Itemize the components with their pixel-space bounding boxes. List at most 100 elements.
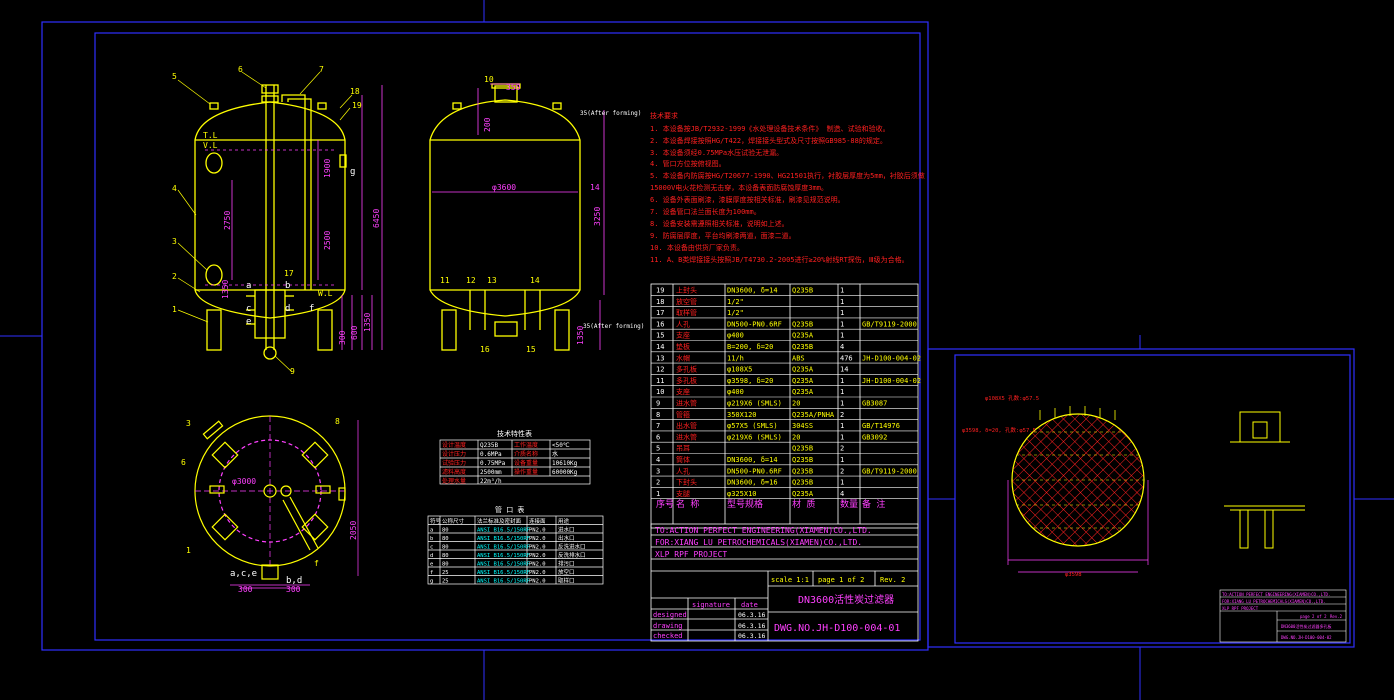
bom-cell: 出水管 — [676, 421, 697, 430]
bom-cell: 13 — [656, 354, 664, 362]
plan-balloon-1: 1 — [186, 546, 191, 555]
notes-line-4: 4. 管口方位按俯视图。 — [650, 159, 726, 168]
bom-cell: φ325X10 — [727, 490, 757, 498]
bom-cell: 304SS — [792, 422, 813, 430]
title-project: XLP RPF PROJECT — [655, 550, 727, 559]
bom-cell: Q235A/PNHA — [792, 411, 835, 419]
bom-cell: 14 — [656, 343, 664, 351]
bom-cell: 20 — [792, 400, 800, 408]
bom-cell: φ108X5 — [727, 366, 752, 374]
spec-cell: 设计温度 — [442, 441, 466, 449]
spec-cell: 水 — [552, 450, 558, 458]
date-checked: 06.3.16 — [738, 632, 765, 640]
plan-dim-300b: 300 — [286, 585, 301, 594]
bom-cell: Q235B — [792, 320, 813, 328]
sheet2-annotation-3: φ3598 — [1065, 572, 1082, 578]
spec-cell: 工作温度 — [514, 441, 538, 449]
front-view: 1350 2750 1900 2500 6450 300 600 1350 T.… — [172, 65, 383, 586]
spec-cell: 操作重量 — [514, 468, 538, 476]
nozzle-cell: c — [430, 545, 433, 551]
nozzle-header-cell: 公称尺寸 — [442, 517, 465, 525]
bom-cell: φ3598, δ=20 — [727, 377, 773, 385]
technical-notes: 技术要求 1. 本设备按JB/T2932-1999《水处理设备技术条件》 制造、… — [650, 111, 925, 264]
side-dim-200: 200 — [483, 117, 492, 132]
spec-cell: 0.6MPa — [480, 451, 502, 458]
front-balloon-18: 18 — [350, 87, 360, 96]
nozzle-cell: 80 — [442, 536, 449, 542]
bom-cell: 水帽 — [676, 353, 690, 362]
sheet2-dwg-no: DWG.NO.JH-D100-004-02 — [1281, 635, 1332, 640]
bom-cell: 2 — [840, 445, 844, 453]
bom-cell: DN3600, δ=16 — [727, 479, 778, 487]
title-drawing-name: DN3600活性炭过滤器 — [798, 593, 894, 606]
bom-cell: 多孔板 — [676, 365, 697, 374]
spec-cell: 设计压力 — [442, 450, 466, 458]
nozzle-cell: PN2.0 — [529, 579, 546, 585]
sheet2-annotation-2: φ3598, δ=20, 孔数:φ57.5 — [962, 426, 1036, 434]
bom-cell: 进水管 — [676, 399, 697, 408]
nozzle-cell: ANSI B16.5/150RF — [477, 536, 530, 542]
spec-cell: 2500mm — [480, 469, 502, 476]
role-drawing: drawing — [653, 622, 683, 630]
plan-balloon-6: 6 — [181, 458, 186, 467]
bom-cell: 垫板 — [676, 342, 690, 351]
bom-cell: 支座 — [676, 331, 690, 340]
side-dim-14: 14 — [590, 183, 600, 192]
bom-cell: ABS — [792, 354, 805, 362]
notes-line-2: 2. 本设备焊接按照HG/T422，焊接接头型式及尺寸按照GB985-88的规定… — [650, 136, 887, 145]
side-balloon-13: 13 — [487, 276, 497, 285]
spec-cell: 试验压力 — [442, 459, 466, 467]
spec-cell: 60000Kg — [552, 469, 578, 476]
nozzle-letter-d: d — [285, 304, 290, 314]
bom-cell: 6 — [656, 433, 660, 441]
plan-dim-2050: 2050 — [349, 521, 358, 540]
notes-line-9: 8. 设备安装需遵照相关标准，说明如上述。 — [650, 219, 789, 228]
front-dim-6450: 6450 — [372, 209, 381, 228]
nozzle-cell: b — [430, 536, 433, 542]
bom-cell: φ219X6 (SMLS) — [727, 400, 782, 408]
spec-cell: 0.75MPa — [480, 460, 506, 467]
front-dim-600: 600 — [350, 325, 359, 340]
nozzle-letter-f: f — [309, 304, 314, 314]
title-page: page 1 of 2 — [818, 576, 864, 584]
nozzle-header-cell: 符号 — [430, 517, 442, 525]
nozzle-cell: 放空口 — [558, 568, 575, 576]
bom-header-cell: 序号 — [656, 498, 674, 510]
spec-cell: 设备重量 — [514, 459, 538, 467]
bom-cell: Q235B — [792, 445, 813, 453]
bom-cell: 19 — [656, 287, 664, 295]
front-balloon-1: 1 — [172, 305, 177, 314]
bom-cell: 1 — [840, 377, 844, 385]
sheet2-drawing: φ108X5 孔数:φ57.5 φ3598, δ=20, 孔数:φ57.5 φ3… — [962, 394, 1347, 643]
sheet1-inner-frame — [94, 32, 921, 641]
notes-line-6: 15000V电火花检测无击穿，本设备表面防腐蚀厚度3mm。 — [650, 183, 828, 192]
bom-cell: φ57X5 (SMLS) — [727, 422, 778, 430]
front-balloon-2: 2 — [172, 272, 177, 281]
side-note-forming-bottom: 35(After forming) — [583, 323, 644, 330]
bom-cell: DN3600, δ=14 — [727, 287, 778, 295]
title-for: FOR:XIANG LU PETROCHEMICALS(XIAMEN)CO.,L… — [655, 538, 862, 547]
bom-header-cell: 名 称 — [676, 498, 699, 510]
bom-cell: 1 — [840, 479, 844, 487]
nozzle-cell: ANSI B16.5/150RF — [477, 545, 530, 551]
front-balloon-3: 3 — [172, 237, 177, 246]
nozzle-letter-b: b — [285, 281, 290, 291]
plan-view: φ3000 300 300 2050 a,c,e b,d 1 3 6 8 f — [181, 415, 359, 594]
bom-cell: DN3600, δ=14 — [727, 456, 778, 464]
plan-balloon-8: 8 — [335, 417, 340, 426]
bom-cell: 4 — [840, 343, 844, 351]
sheet2-title-for: FOR:XIANG LU PETROCHEMICALS(XIAMEN)CO.,L… — [1222, 599, 1326, 604]
plan-balloon-3: 3 — [186, 419, 191, 428]
role-designed: designed — [653, 611, 687, 619]
bom-cell: 1 — [840, 456, 844, 464]
bom-cell: 放空管 — [676, 297, 697, 306]
notes-line-7: 6. 设备外表面刷漆，漆膜厚度按相关标准，刷漆见规范说明。 — [650, 195, 845, 204]
bom-cell: GB3087 — [862, 400, 887, 408]
front-dim-2500: 2500 — [323, 231, 332, 250]
nozzle-header-cell: 法兰标准及密封面 — [477, 517, 522, 525]
bom-cell: 10 — [656, 388, 664, 396]
notes-line-5: 5. 本设备内防腐按HG/T20677-1990、HG21501执行，衬胶层厚度… — [650, 171, 925, 180]
bom-cell: 取样管 — [676, 308, 697, 317]
